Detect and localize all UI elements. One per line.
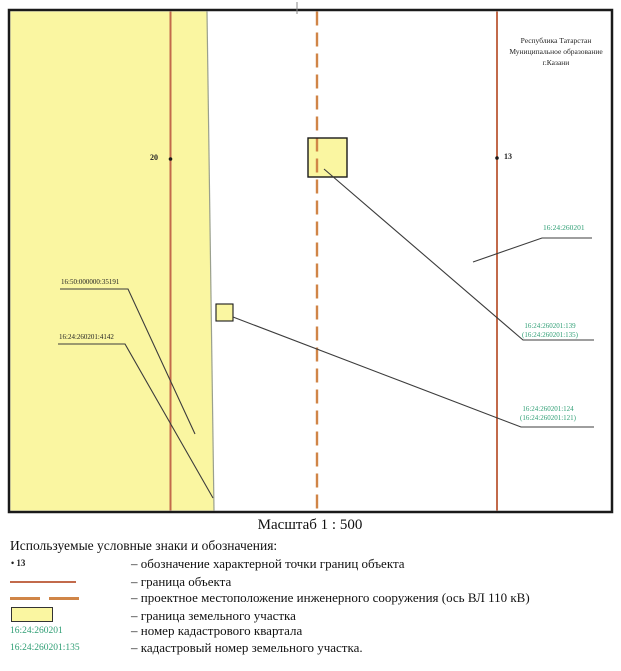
cadastral-label-green-2-line1: 16:24:260201:124: [522, 405, 574, 413]
admin-header-line1: Республика Татарстан: [520, 36, 592, 45]
legend-text-quarter-number: – номер кадастрового квартала: [131, 623, 303, 638]
cadastral-label-black-2: 16:24:260201:4142: [59, 333, 114, 341]
land-parcel-area: [10, 11, 214, 511]
legend-symbol-dashed-line: [10, 597, 82, 600]
legend-row-object-boundary: – граница объекта: [0, 572, 621, 589]
leader-line-quarter-number: [472, 237, 592, 263]
cadastral-label-green-1: 16:24:260201:139 (16:24:260201:135): [506, 322, 594, 339]
structure-marker-1: [307, 137, 348, 178]
legend-symbol-solid-line: [10, 581, 76, 583]
boundary-point-13: [495, 156, 499, 160]
leader-line-green-parcel-2: [232, 316, 594, 428]
admin-header: Республика Татарстан Муниципальное образ…: [498, 35, 614, 68]
cadastral-label-green-2-line2: (16:24:260201:121): [520, 413, 576, 422]
legend-symbol-point-number: • 13: [11, 558, 26, 568]
legend-text-parcel-boundary: – граница земельного участка: [131, 608, 296, 623]
legend-symbol-parcel-swatch: [11, 607, 53, 622]
legend-text-object-boundary: – граница объекта: [131, 574, 232, 589]
legend-row-quarter-number: 16:24:260201 – номер кадастрового кварта…: [0, 622, 621, 638]
parcel-edge-line: [206, 11, 215, 511]
cadastral-label-green-1-line2: (16:24:260201:135): [522, 330, 578, 339]
quarter-number-label: 16:24:260201: [543, 223, 585, 232]
point-label-20: 20: [150, 153, 158, 162]
leader-line-green-parcel-1: [323, 168, 594, 341]
legend-text-point: – обозначение характерной точки границ о…: [131, 556, 405, 571]
structure-marker-2: [215, 303, 234, 322]
structure-marker-1-fill: [308, 138, 347, 177]
admin-header-line3: г.Казани: [542, 58, 570, 67]
scale-caption: Масштаб 1 : 500: [257, 517, 363, 533]
admin-header-line2: Муниципальное образование: [509, 47, 603, 56]
legend-heading: Используемые условные знаки и обозначени…: [10, 538, 278, 553]
legend-row-cadastral-number: 16:24:260201:135 – кадастровый номер зем…: [0, 639, 621, 655]
legend-symbol-cadastral-number: 16:24:260201:135: [10, 643, 80, 653]
legend-row-powerline: – проектное местоположение инженерного с…: [0, 589, 621, 605]
leader-line-black-parcel-2: [58, 343, 214, 499]
legend-symbol-quarter-number: 16:24:260201: [10, 626, 63, 636]
point-label-13: 13: [504, 152, 512, 161]
boundary-point-20: [168, 157, 173, 161]
cadastral-label-black-1: 16:50:000000:35191: [61, 278, 120, 286]
legend-text-powerline: – проектное местоположение инженерного с…: [131, 590, 530, 605]
leader-line-black-parcel-1: [60, 288, 196, 435]
cadastral-label-green-1-line1: 16:24:260201:139: [524, 322, 576, 330]
legend-row-point: • 13 – обозначение характерной точки гра…: [0, 556, 621, 572]
cadastral-label-green-2: 16:24:260201:124 (16:24:260201:121): [504, 405, 592, 422]
legend-row-parcel-boundary: – граница земельного участка: [0, 604, 621, 623]
legend-text-cadastral-number: – кадастровый номер земельного участка.: [131, 640, 363, 655]
